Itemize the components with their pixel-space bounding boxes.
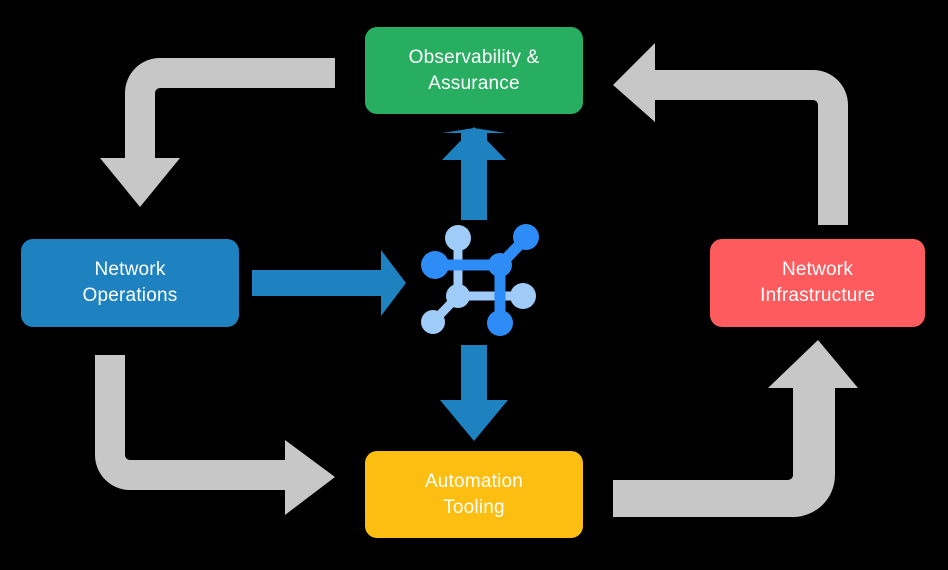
arrow-observability-to-operations xyxy=(100,58,335,207)
arrow-operations-to-automation xyxy=(95,355,335,515)
node-automation-tooling[interactable]: Automation Tooling xyxy=(365,451,583,538)
network-topology-icon xyxy=(421,224,539,336)
node-label-observability: Observability & Assurance xyxy=(408,46,540,94)
node-network-operations[interactable]: Network Operations xyxy=(21,239,239,327)
node-label-network-infrastructure: Network Infrastructure xyxy=(760,259,875,306)
node-observability-assurance[interactable]: Observability & Assurance xyxy=(365,27,583,114)
arrow-hub-to-observability xyxy=(442,127,506,220)
arrow-operations-to-hub xyxy=(252,250,406,316)
node-label-automation-tooling: Automation Tooling xyxy=(424,470,524,518)
node-label-network-operations: Network Operations xyxy=(82,259,178,306)
arrow-automation-to-infrastructure xyxy=(613,340,858,517)
arrow-hub-to-automation xyxy=(440,345,508,441)
node-network-infrastructure[interactable]: Network Infrastructure xyxy=(710,239,925,327)
arrow-infrastructure-to-observability xyxy=(613,43,848,225)
